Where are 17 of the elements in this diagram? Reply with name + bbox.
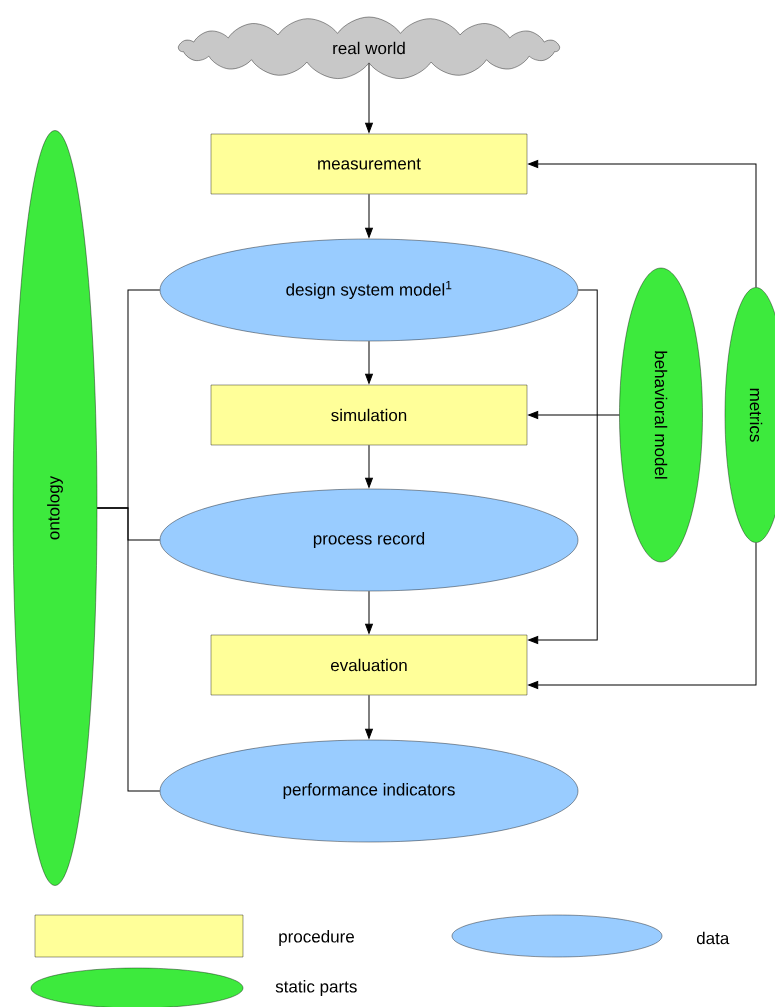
arrow [365, 590, 373, 634]
procedure-box: evaluation [210, 634, 528, 696]
arrow [365, 340, 373, 384]
arrow [528, 411, 620, 419]
arrow [528, 289, 598, 644]
procedure-box: measurement [210, 133, 528, 195]
legend-label: static parts [275, 980, 357, 996]
legend-label: procedure [279, 930, 354, 946]
connector-line [96, 507, 161, 792]
arrow [365, 62, 373, 133]
procedure-box: simulation [210, 384, 528, 446]
arrow [528, 542, 757, 689]
arrow [365, 444, 373, 488]
arrow [528, 160, 757, 288]
legend-label: data [696, 931, 730, 945]
arrow [365, 694, 373, 739]
arrow [365, 193, 373, 238]
